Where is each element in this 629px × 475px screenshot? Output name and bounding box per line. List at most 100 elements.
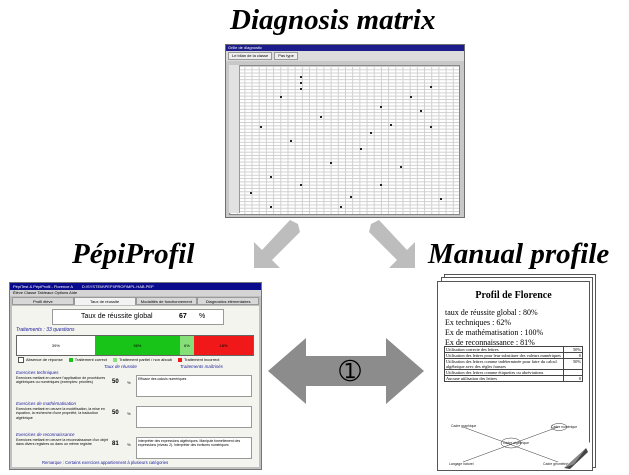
pepi-file-path: D:\SYSTEM\PEPI\PROF\MPL.HAB.PEP bbox=[81, 284, 154, 289]
matrix-tab[interactable]: Pas type bbox=[274, 52, 298, 60]
table-cell: Utilisation des lettres pour leur substi… bbox=[444, 352, 564, 359]
legend-label: Traitement partiel / non abouti bbox=[119, 357, 173, 362]
section-value: 81 bbox=[112, 441, 119, 447]
section-percent: % bbox=[127, 411, 131, 416]
bar-incorrect: 18% bbox=[193, 336, 253, 355]
profile-line: Ex techniques : 62% bbox=[445, 318, 511, 327]
section-title: Exercices de mathématisation bbox=[16, 401, 77, 406]
table-row: Utilisation des lettres comme indétermin… bbox=[444, 358, 583, 370]
diagram-label: Cadre algébrique bbox=[503, 441, 529, 445]
diagram-label: Cadre graphique bbox=[451, 424, 476, 428]
diagnosis-matrix-title: Diagnosis matrix bbox=[230, 4, 436, 36]
tab-profil-eleve[interactable]: Profil élève bbox=[12, 297, 74, 305]
section-mastered-box bbox=[136, 406, 252, 428]
tab-diagnostics[interactable]: Diagnostics élémentaires bbox=[197, 297, 259, 305]
pepi-title-bar: PépiTest & PépiProfil - Florence A D:\SY… bbox=[10, 283, 261, 290]
global-success-value: 67 bbox=[179, 313, 187, 320]
section-description: Exercices mettant en oeuvre la modélisat… bbox=[16, 407, 105, 420]
matrix-mark bbox=[440, 198, 442, 200]
global-success-unit: % bbox=[199, 313, 206, 320]
pepi-tabs: Profil élève Taux de réussite Modalités … bbox=[12, 297, 259, 305]
table-cell: 50% bbox=[563, 358, 583, 370]
bar-no-answer: 39% bbox=[17, 336, 95, 355]
matrix-row-header bbox=[229, 65, 240, 213]
table-cell: Aucune utilisation des lettres bbox=[444, 375, 564, 382]
section-value: 50 bbox=[112, 410, 119, 416]
matrix-tab[interactable]: Le bilan de la classe bbox=[228, 52, 273, 60]
bar-correct: 36% bbox=[94, 336, 180, 355]
legend-swatch bbox=[113, 357, 118, 362]
legend-swatch bbox=[68, 357, 73, 362]
diagram-label: Cadre géométrique bbox=[543, 462, 572, 466]
matrix-mark bbox=[300, 82, 302, 84]
bar-partial: 6% bbox=[179, 336, 194, 355]
tab-modalites[interactable]: Modalités de fonctionnement bbox=[135, 297, 198, 305]
matrix-mark bbox=[430, 126, 432, 128]
global-success-box: Taux de réussite global 67 % bbox=[52, 309, 224, 325]
diagram-label: Cadre numérique bbox=[551, 425, 577, 429]
pepi-window-title: PépiTest & PépiProfil - Florence A bbox=[13, 284, 74, 289]
section-reconnaissance: Exercices de reconnaissance Exercices me… bbox=[16, 432, 252, 459]
matrix-mark bbox=[430, 86, 432, 88]
matrix-mark bbox=[290, 140, 292, 142]
double-arrow: ➀ bbox=[268, 338, 424, 404]
matrix-mark bbox=[340, 206, 342, 208]
table-cell: 0 bbox=[563, 375, 583, 382]
col-head-success: Taux de réussite bbox=[104, 364, 137, 369]
section-title: Exercices techniques bbox=[16, 370, 59, 375]
pepiprofil-title: PépiProfil bbox=[72, 238, 195, 270]
matrix-mark bbox=[300, 184, 302, 186]
manual-profile-title: Manual profile bbox=[428, 238, 610, 270]
section-description: Exercices mettant en oeuvre l'applicatio… bbox=[16, 376, 106, 385]
matrix-tabs: Le bilan de la classe Pas type bbox=[226, 51, 464, 61]
pepi-body: Taux de réussite global 67 % Traitements… bbox=[12, 306, 259, 467]
legend-label: Traitement correct bbox=[74, 357, 108, 362]
matrix-mark bbox=[350, 196, 352, 198]
matrix-mark bbox=[250, 192, 252, 194]
matrix-mark bbox=[360, 148, 362, 150]
matrix-mark bbox=[330, 162, 332, 164]
pepiprofil-window: PépiTest & PépiProfil - Florence A D:\SY… bbox=[9, 282, 262, 470]
matrix-mark bbox=[300, 76, 302, 78]
profile-line: Ex de mathématisation : 100% bbox=[445, 328, 544, 337]
pepi-menu-bar[interactable]: Élève Classe Tableaux Options Aide bbox=[10, 290, 261, 296]
col-head-treatments: Traitements maîtrisés bbox=[180, 364, 223, 369]
table-cell: Utilisation des lettres comme indétermin… bbox=[444, 358, 564, 370]
down-left-arrow bbox=[254, 220, 300, 268]
legend-swatch bbox=[178, 357, 183, 362]
matrix-grid bbox=[229, 65, 460, 215]
treatments-heading: Traitements : 33 questions bbox=[16, 327, 75, 333]
section-percent: % bbox=[127, 442, 131, 447]
legend-label: Traitement incorrect bbox=[184, 357, 220, 362]
legend-item: Traitement incorrect bbox=[178, 357, 219, 363]
matrix-mark bbox=[410, 96, 412, 98]
matrix-mark bbox=[270, 176, 272, 178]
diagnosis-matrix-window: Grille de diagnostic Le bilan de la clas… bbox=[225, 44, 465, 218]
number-one-label: ➀ bbox=[339, 357, 361, 387]
section-mathematisation: Exercices de mathématisation Exercices m… bbox=[16, 401, 252, 428]
matrix-mark bbox=[270, 206, 272, 208]
matrix-mark bbox=[380, 106, 382, 108]
section-percent: % bbox=[127, 380, 131, 385]
tab-taux-de-reussite[interactable]: Taux de réussite bbox=[73, 297, 136, 305]
section-value: 50 bbox=[112, 379, 119, 385]
section-description: Exercices mettant en oeuvre la reconnais… bbox=[16, 438, 108, 447]
matrix-mark bbox=[300, 88, 302, 90]
global-success-label: Taux de réussite global bbox=[81, 313, 153, 320]
pepi-footnote: Remarque : Certains exercices appartienn… bbox=[42, 460, 169, 465]
manual-profile-sheet: Profil de Florence taux de réussite glob… bbox=[437, 281, 590, 471]
matrix-mark bbox=[400, 166, 402, 168]
profile-line: taux de réussite global : 80% bbox=[445, 308, 538, 317]
section-title: Exercices de reconnaissance bbox=[16, 432, 75, 437]
profile-line: Ex de reconnaissance : 81% bbox=[445, 338, 535, 347]
matrix-mark bbox=[380, 184, 382, 186]
legend-item: Absence de réponse bbox=[18, 357, 63, 363]
legend-swatch bbox=[18, 357, 24, 363]
treatment-bars: 39% 36% 6% 18% bbox=[16, 335, 254, 356]
matrix-mark bbox=[370, 132, 372, 134]
page-curl-icon bbox=[562, 442, 590, 470]
down-right-arrow bbox=[369, 220, 415, 268]
section-techniques: Exercices techniques Exercices mettant e… bbox=[16, 370, 252, 397]
